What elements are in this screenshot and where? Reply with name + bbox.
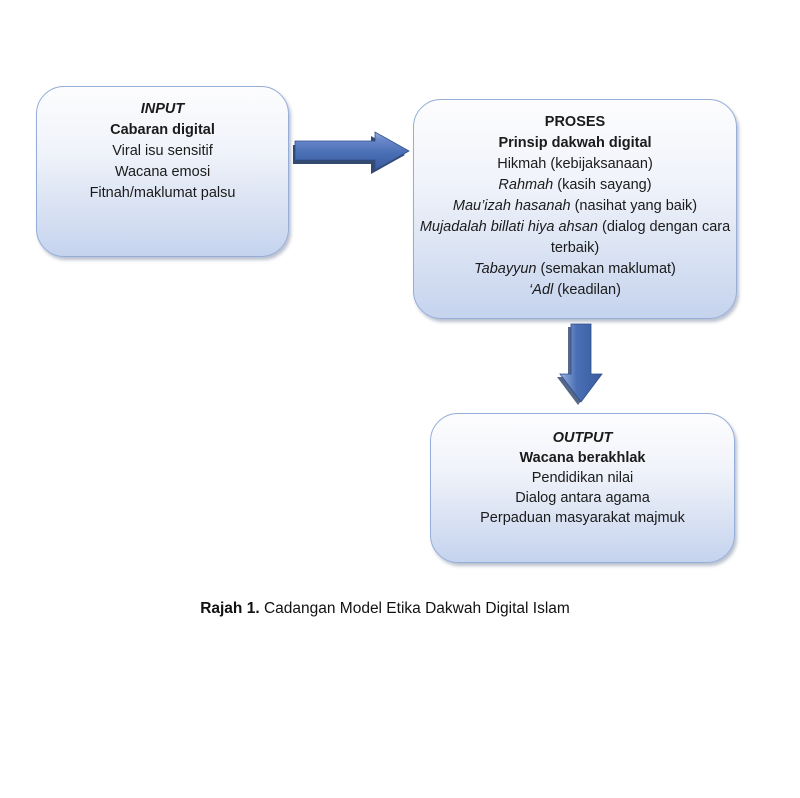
output-box: OUTPUT Wacana berakhlak Pendidikan nilai… xyxy=(430,413,735,563)
output-box-line: Perpaduan masyarakat majmuk xyxy=(480,510,685,526)
principle-term: Mujadalah billati hiya ahsan xyxy=(419,219,598,235)
right-arrow-icon xyxy=(293,131,410,174)
proses-box-line: Tabayyun (semakan maklumat) xyxy=(419,259,731,280)
proses-box-line: Hikmah (kebijaksanaan) xyxy=(419,154,731,175)
proses-box-line: Rahmah (kasih sayang) xyxy=(419,175,731,196)
proses-box-heading: Prinsip dakwah digital xyxy=(498,135,652,151)
principle-term: Mau’izah hasanah xyxy=(452,198,571,214)
proses-box-title: PROSES xyxy=(544,114,606,130)
output-box-heading: Wacana berakhlak xyxy=(519,450,646,466)
figure-caption-text: Cadangan Model Etika Dakwah Digital Isla… xyxy=(259,600,570,617)
principle-desc: (keadilan) xyxy=(553,282,621,298)
output-box-line: Pendidikan nilai xyxy=(531,470,634,486)
input-box-line: Wacana emosi xyxy=(114,164,211,180)
principle-desc: (kebijaksanaan) xyxy=(546,156,653,172)
input-box-heading: Cabaran digital xyxy=(110,122,215,138)
output-box-line: Dialog antara agama xyxy=(515,490,650,506)
figure-caption: Rajah 1. Cadangan Model Etika Dakwah Dig… xyxy=(0,600,770,618)
input-box: INPUT Cabaran digital Viral isu sensitif… xyxy=(36,86,289,257)
principle-term: ‘Adl xyxy=(529,282,554,298)
principle-term: Rahmah xyxy=(498,177,554,193)
proses-box-line: Mujadalah billati hiya ahsan (dialog den… xyxy=(419,217,731,259)
input-box-line: Fitnah/maklumat palsu xyxy=(89,185,236,201)
principle-desc: (dialog dengan cara terbaik) xyxy=(550,219,731,256)
principle-desc: (kasih sayang) xyxy=(553,177,652,193)
input-box-line: Viral isu sensitif xyxy=(112,143,213,159)
principle-desc: (nasihat yang baik) xyxy=(570,198,698,214)
proses-box-line: Mau’izah hasanah (nasihat yang baik) xyxy=(419,196,731,217)
figure-caption-label: Rajah 1. xyxy=(200,600,260,617)
principle-term: Tabayyun xyxy=(474,261,537,277)
output-box-title: OUTPUT xyxy=(552,430,613,446)
proses-box-line: ‘Adl (keadilan) xyxy=(419,280,731,301)
down-arrow-icon xyxy=(557,323,603,405)
proses-box: PROSES Prinsip dakwah digital Hikmah (ke… xyxy=(413,99,737,319)
principle-desc: (semakan maklumat) xyxy=(536,261,676,277)
principle-term: Hikmah xyxy=(497,156,547,172)
input-box-title: INPUT xyxy=(140,101,185,117)
